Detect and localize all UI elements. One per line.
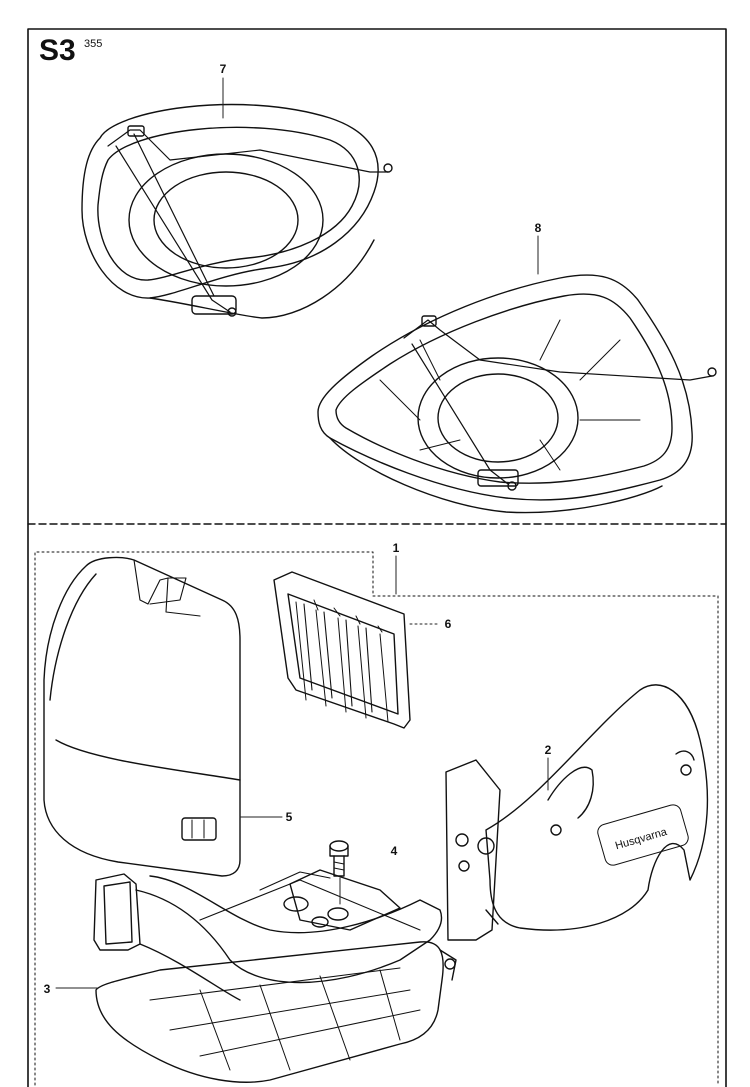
filter-cover-housing-icon [43,556,241,877]
section-code: S3 [39,34,76,67]
callout-7: 7 [219,62,227,76]
sheet-frame [27,28,727,1087]
husqvarna-logo: Husqvarna [614,826,669,852]
callout-8: 8 [534,221,542,235]
callout-2: 2 [544,743,552,757]
callout-6: 6 [444,617,452,631]
leader-lines [55,77,549,989]
side-cover-icon [445,684,709,941]
callout-5: 5 [285,810,293,824]
callout-1: 1 [392,541,400,555]
screw-icon [329,840,349,877]
group-boundary-part-1 [34,551,719,1086]
callout-4: 4 [390,844,398,858]
callout-3: 3 [43,982,51,996]
model-number: 355 [84,38,103,50]
round-filter-cover-with-wire-clip-icon [81,103,393,319]
triangular-filter-cover-with-wire-clip-icon [317,274,717,514]
pleated-air-filter-icon [273,571,411,729]
filter-base-with-intake-icon [93,869,457,1083]
